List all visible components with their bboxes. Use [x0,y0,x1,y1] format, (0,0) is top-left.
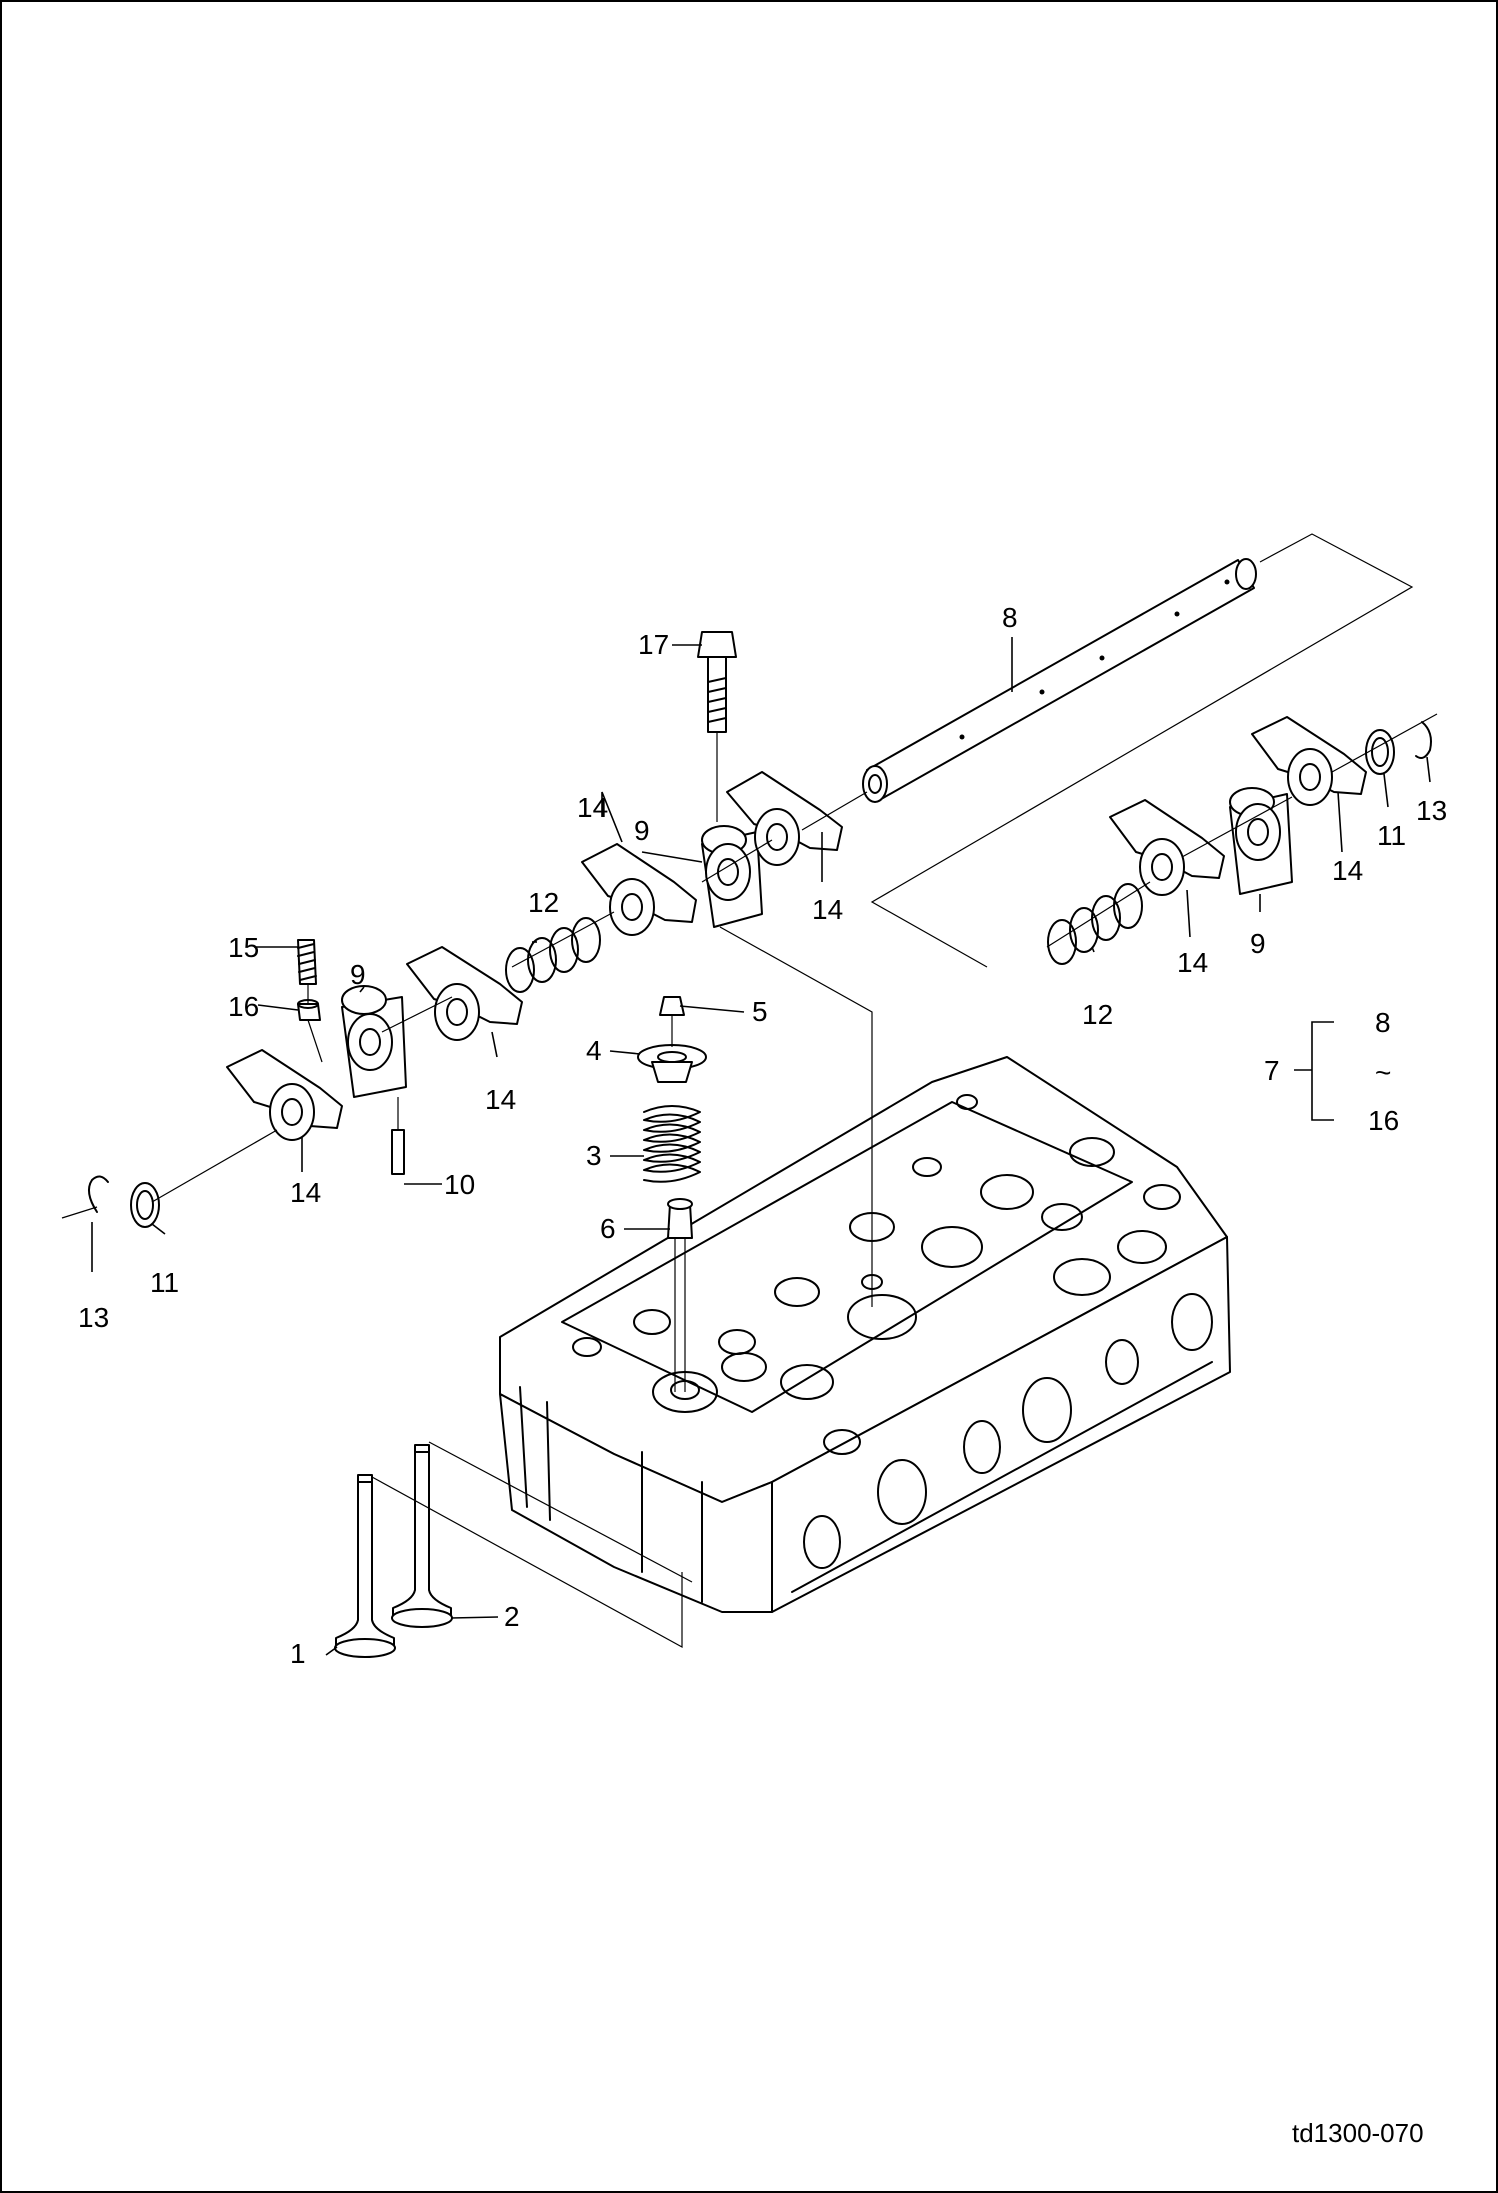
callout-9-center: 9 [634,815,650,846]
callout-5: 5 [752,996,768,1027]
valve-cotter [659,996,685,1016]
callout-1: 1 [290,1638,306,1669]
exhaust-valve [391,1444,453,1628]
callout-14-left-lower: 14 [290,1177,321,1208]
rocker-shaft [862,558,1257,803]
callout-2: 2 [504,1601,520,1632]
callout-12-center: 12 [528,887,559,918]
callout-15: 15 [228,932,259,963]
callout-3: 3 [586,1140,602,1171]
rocker-spring-right [1047,883,1143,965]
callout-14-upper-left: 14 [577,792,608,823]
callout-6: 6 [600,1213,616,1244]
callout-17: 17 [638,629,669,660]
rocker-arm-upper-center [726,771,843,866]
callout-16-bracket: 16 [1368,1105,1399,1136]
rocker-arm-right-mid [1109,799,1225,896]
callout-14-upper-center: 14 [812,894,843,925]
rocker-arm-right-upper [1251,716,1367,806]
callout-14-right-mid: 14 [1177,947,1208,978]
lock-nut [297,999,321,1021]
valve-stem-seal [667,1198,693,1239]
reference-code: td1300-070 [1292,2118,1424,2148]
washer-right [1365,729,1395,775]
rocker-arm-left-lower [226,1049,343,1141]
callout-14-left-upper: 14 [485,1084,516,1115]
callout-13-left: 13 [78,1302,109,1333]
callout-12-right: 12 [1082,999,1113,1030]
cylinder-head [499,1056,1231,1613]
rocker-spring-center [505,917,601,993]
mounting-bolt [697,631,737,733]
snap-ring-left [87,1175,109,1213]
rocker-bracket-center [701,825,763,928]
rocker-arm-mid-center [581,843,697,936]
callout-11-right: 11 [1377,820,1406,851]
callout-16-nut: 16 [228,991,259,1022]
callout-11-left: 11 [150,1267,179,1298]
rocker-bracket-left [341,985,407,1098]
callout-4: 4 [586,1035,602,1066]
callout-9-right: 9 [1250,928,1266,959]
leader-lines [91,637,1431,1656]
rocker-bracket-right [1229,787,1293,895]
adjusting-screw [297,939,317,985]
callout-14-right-upper: 14 [1332,855,1363,886]
callout-7: 7 [1264,1055,1280,1086]
range-symbol: ~ [1375,1057,1391,1088]
rocker-arm-left-upper [406,946,523,1041]
washer-left [130,1182,160,1228]
intake-valve [334,1474,396,1658]
callout-9-left: 9 [350,959,366,990]
callout-13-right: 13 [1416,795,1447,826]
valve-spring-retainer [637,1044,707,1083]
callout-10: 10 [444,1169,475,1200]
snap-ring-right [1415,721,1432,759]
dowel-pin [391,1129,405,1175]
valve-spring [643,1105,701,1183]
callout-8-shaft: 8 [1002,602,1018,633]
callout-8-bracket: 8 [1375,1007,1391,1038]
